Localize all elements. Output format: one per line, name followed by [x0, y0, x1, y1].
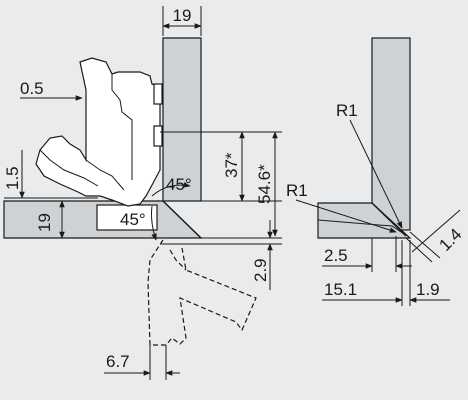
door-open-outline2 [169, 249, 187, 271]
r1-label-left: R1 [286, 181, 308, 200]
dim-label-height-54: 54.6* [255, 164, 274, 204]
dim-label-1-9: 1.9 [416, 280, 440, 299]
detail-side-panel [371, 37, 411, 231]
dim-label-door-thickness: 19 [35, 213, 54, 232]
door-open-outline [147, 239, 257, 346]
dim-label-offset-left: 1.5 [3, 166, 22, 190]
angle-arc-lower [151, 205, 157, 241]
hinge-screw2 [153, 125, 163, 147]
miter-line [162, 200, 202, 239]
angle-arc-upper [151, 182, 191, 197]
r1-label-right: R1 [336, 101, 358, 120]
detail-miter [371, 202, 407, 237]
hinge-arm-detail2 [85, 159, 125, 191]
dim-line-1-4 [411, 209, 461, 253]
dim-label-gap-bottom: 2.9 [251, 258, 270, 282]
dim-label-6-7: 6.7 [106, 352, 130, 371]
dim-label-2-5: 2.5 [324, 246, 348, 265]
dim-label-arm-thickness: 0.5 [20, 79, 44, 98]
detail-radius-line [317, 219, 405, 235]
dim-label-15-1: 15.1 [324, 280, 357, 299]
dim-label-height-37: 37* [222, 152, 241, 178]
angle-label-upper: 45° [166, 175, 192, 194]
hinge-arm-detail3 [39, 149, 99, 187]
leader-r1-right [349, 119, 403, 229]
dim-label-top-width: 19 [173, 6, 192, 25]
ext-line-1-4b [409, 231, 441, 259]
leader-r1-left [295, 199, 397, 233]
hinge-arm-detail [111, 74, 133, 180]
hinge-screw [153, 83, 163, 105]
hinge-arm [35, 57, 161, 207]
angle-label-lower: 45° [120, 210, 146, 229]
dim-label-1-4: 1.4 [435, 225, 465, 255]
